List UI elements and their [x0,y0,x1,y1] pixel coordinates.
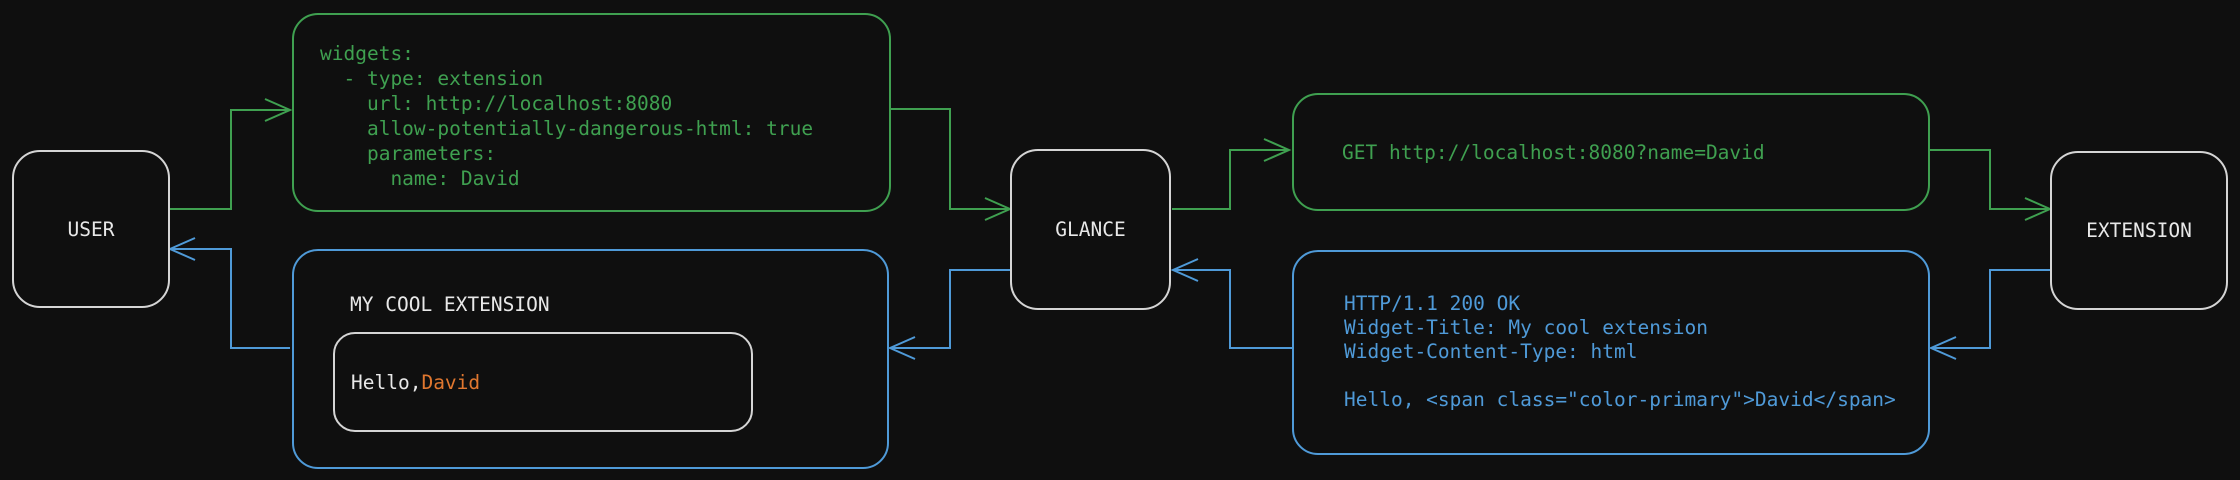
arrowhead-user-to-config-icon [264,98,293,122]
arrowhead-request-to-extension-icon [2024,197,2053,221]
widget-greeting-name: David [421,370,481,394]
arrow-response-to-glance [1175,269,1292,349]
arrow-glance-to-request [1172,149,1287,210]
widget-preview-box: MY COOL EXTENSION Hello, David [292,249,889,469]
config-yaml-code: widgets: - type: extension url: http://l… [320,42,814,190]
arrowhead-glance-to-request-icon [1263,138,1292,162]
http-request-line: GET http://localhost:8080?name=David [1342,140,1765,164]
http-response-box: HTTP/1.1 200 OK Widget-Title: My cool ex… [1292,250,1930,455]
node-user: USER [12,150,170,308]
widget-title: MY COOL EXTENSION [350,293,550,316]
arrow-request-to-extension [1930,149,2048,210]
arrow-config-to-glance [891,108,1008,210]
arrow-widget-to-user [172,248,290,349]
node-glance-label: GLANCE [1055,218,1126,241]
node-glance: GLANCE [1010,149,1171,310]
arrowhead-extension-to-response-icon [1928,336,1957,360]
arrowhead-widget-to-user-icon [167,237,196,261]
widget-greeting-box: Hello, David [333,332,753,432]
widget-greeting-prefix: Hello, [351,370,422,394]
http-response-code: HTTP/1.1 200 OK Widget-Title: My cool ex… [1344,292,1896,411]
arrowhead-glance-to-widget-icon [887,336,916,360]
arrow-glance-to-widget [892,269,1010,349]
arrow-extension-to-response [1933,269,2050,349]
node-extension-label: EXTENSION [2086,219,2192,242]
http-request-box: GET http://localhost:8080?name=David [1292,93,1930,211]
arrowhead-config-to-glance-icon [984,197,1013,221]
config-yaml-box: widgets: - type: extension url: http://l… [292,13,891,212]
arrow-user-to-config [170,109,288,210]
node-extension: EXTENSION [2050,151,2228,310]
arrowhead-response-to-glance-icon [1170,258,1199,282]
node-user-label: USER [67,217,115,241]
